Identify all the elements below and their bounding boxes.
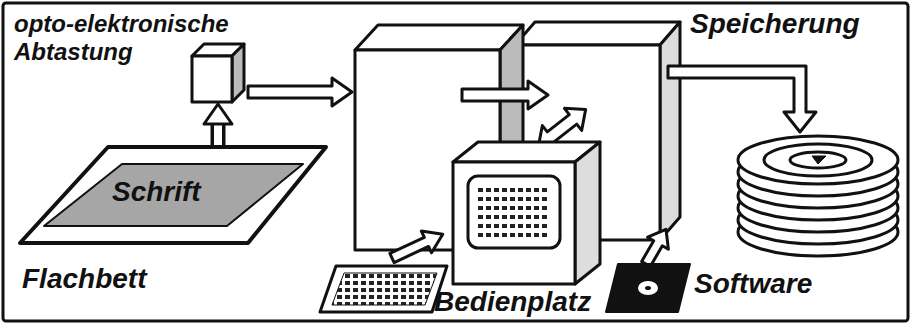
- screen-dot: [542, 197, 547, 201]
- node-label: Bedienplatz: [434, 286, 591, 318]
- screen-dot: [486, 215, 491, 219]
- screen-dot: [542, 206, 547, 210]
- outer-frame: [3, 3, 908, 321]
- screen-dot: [502, 215, 507, 219]
- disk-track: [764, 144, 872, 176]
- screen-dot: [502, 206, 507, 210]
- keyboard: [320, 266, 447, 312]
- arrow-head: [204, 104, 232, 124]
- screen-dot: [494, 224, 499, 228]
- screen-dot: [494, 215, 499, 219]
- screen-dot: [518, 215, 523, 219]
- screen-dot: [478, 224, 483, 228]
- flatbed: SchriftFlachbett: [18, 145, 330, 245]
- screen-dot: [526, 224, 531, 228]
- store-arrow: [668, 66, 816, 132]
- disk-storage: Speicherung: [736, 134, 900, 258]
- screen-dots: [478, 188, 547, 237]
- floppy-disk-outline: [606, 262, 690, 314]
- monitor-screen: [468, 176, 560, 248]
- screen-dot: [542, 224, 547, 228]
- screen-dot: [534, 188, 539, 192]
- screen-dot: [518, 224, 523, 228]
- floppy-hole: [638, 281, 658, 295]
- screen-dot: [486, 233, 491, 237]
- disk-track: [790, 152, 846, 168]
- screen-dot: [494, 197, 499, 201]
- node-label: Schrift: [112, 176, 201, 208]
- screen-dot: [526, 215, 531, 219]
- computer-cube: [355, 25, 523, 250]
- screen-dot: [534, 224, 539, 228]
- screen-dot: [486, 224, 491, 228]
- screen-dot: [486, 197, 491, 201]
- operator-console-outline: [448, 140, 605, 286]
- disk-platter: [738, 136, 898, 184]
- node-label: Software: [694, 268, 812, 300]
- screen-dot: [526, 206, 531, 210]
- screen-dot: [478, 197, 483, 201]
- node-label: opto-elektronische Abtastung: [14, 10, 239, 65]
- screen-dot: [494, 188, 499, 192]
- disk-head: [812, 156, 826, 164]
- screen-dot: [478, 188, 483, 192]
- screen-dot: [526, 188, 531, 192]
- screen-dot: [510, 188, 515, 192]
- monitor-side: [575, 142, 600, 284]
- floppy-disk: Software: [606, 262, 690, 314]
- screen-dot: [486, 206, 491, 210]
- transfer-arrow: [462, 81, 548, 109]
- screen-dot: [518, 197, 523, 201]
- screen-dot: [510, 233, 515, 237]
- screen-dot: [478, 215, 483, 219]
- keyboard-arrow: [387, 223, 448, 268]
- cube-side: [232, 44, 244, 102]
- floppy-hub: [645, 286, 651, 290]
- screen-dot: [542, 233, 547, 237]
- scanner-head: opto-elektronische Abtastung: [190, 40, 246, 104]
- screen-dot: [494, 206, 499, 210]
- flatbed-frame: [20, 147, 326, 243]
- scan-arrow: [248, 78, 352, 106]
- disk-platters: [738, 136, 898, 256]
- screen-dot: [518, 233, 523, 237]
- screen-dot: [510, 215, 515, 219]
- screen-dot: [478, 233, 483, 237]
- node-label: Flachbett: [22, 263, 146, 295]
- screen-dot: [534, 197, 539, 201]
- cube-front: [192, 56, 232, 102]
- screen-dot: [534, 215, 539, 219]
- document-area: Schrift: [42, 162, 305, 228]
- screen-dot: [518, 188, 523, 192]
- screen-dot: [510, 206, 515, 210]
- screen-dot: [486, 188, 491, 192]
- screen-dot: [494, 233, 499, 237]
- screen-dot: [518, 206, 523, 210]
- screen-dot: [526, 233, 531, 237]
- screen-dot: [534, 206, 539, 210]
- node-label: Speicherung: [690, 8, 860, 40]
- floppy-body: [606, 264, 690, 312]
- screen-dot: [502, 224, 507, 228]
- disk-storage-outline: [736, 134, 900, 258]
- screen-dot: [534, 233, 539, 237]
- screen-dot: [526, 197, 531, 201]
- screen-dot: [502, 233, 507, 237]
- screen-dot: [542, 188, 547, 192]
- screen-dot: [542, 215, 547, 219]
- screen-dot: [510, 197, 515, 201]
- screen-dot: [502, 188, 507, 192]
- screen-dot: [478, 206, 483, 210]
- monitor-front: [453, 162, 575, 284]
- operator-console: Bedienplatz: [448, 140, 605, 286]
- screen-dot: [502, 197, 507, 201]
- scanner-head-outline: [190, 40, 246, 104]
- screen-dot: [510, 224, 515, 228]
